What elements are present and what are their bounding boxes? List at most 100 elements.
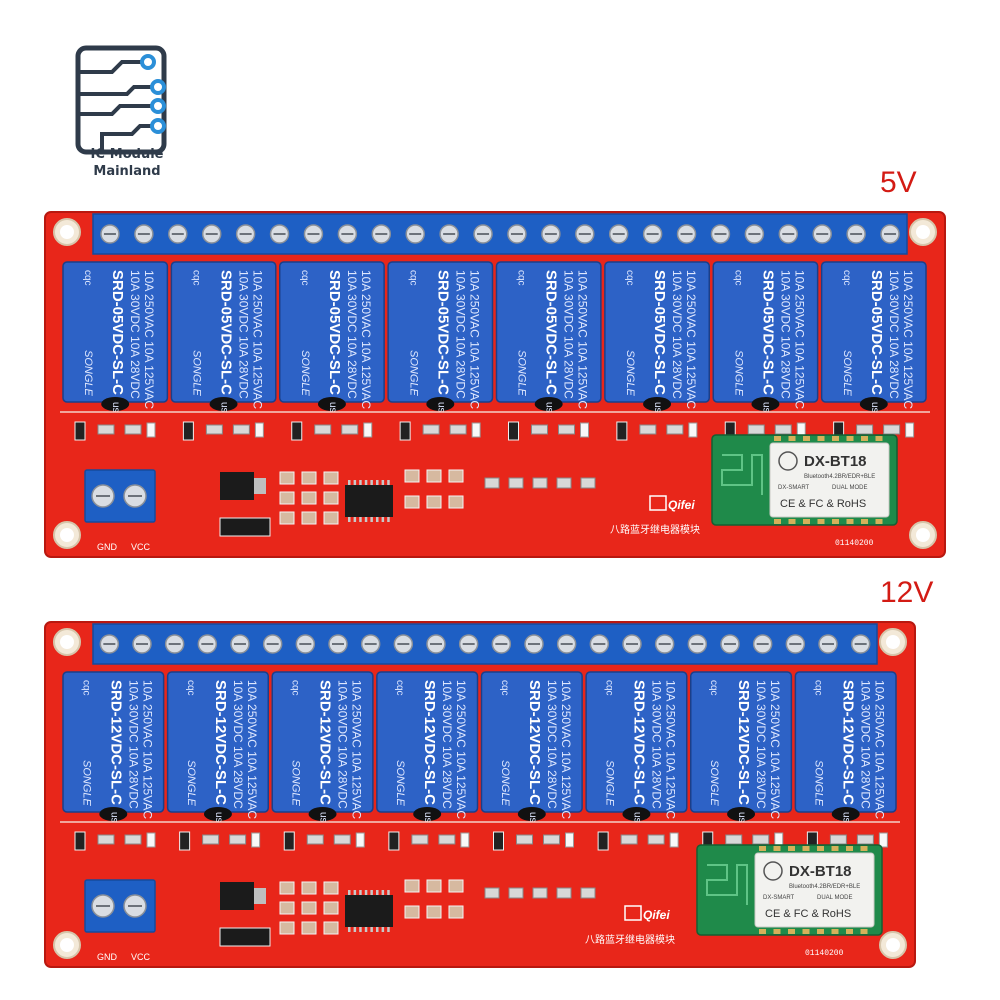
regulator-tab bbox=[254, 888, 266, 904]
smd-resistor bbox=[438, 834, 456, 845]
smd-resistor bbox=[341, 424, 359, 435]
bt-module-brand: DX-SMART bbox=[763, 895, 795, 901]
smd-resistor bbox=[516, 834, 533, 845]
vcc-label: VCC bbox=[131, 952, 151, 962]
relay-rating: 10A 250VAC 10A 125VAC bbox=[142, 270, 156, 409]
smd-resistor bbox=[532, 477, 548, 489]
relay-brand: SONGLE bbox=[708, 760, 720, 807]
relay-model: SRD-05VDC-SL-C bbox=[759, 270, 776, 395]
bt-pad bbox=[759, 929, 766, 934]
relay-cert: cqc bbox=[841, 270, 852, 286]
ic-pin bbox=[370, 927, 373, 932]
bt-pad bbox=[861, 436, 868, 441]
relay-cert: cqc bbox=[813, 680, 824, 696]
ic-pin bbox=[353, 890, 357, 895]
relay-mark: us bbox=[760, 402, 771, 413]
ic-pin bbox=[364, 517, 368, 522]
transistor bbox=[74, 831, 86, 851]
relay-pin bbox=[101, 397, 130, 411]
transistor bbox=[291, 421, 303, 441]
relay-rating-dc: 10A 30VDC 10A 28VDC bbox=[887, 270, 901, 399]
relay-mark: us bbox=[435, 402, 446, 413]
relay-pin bbox=[859, 397, 888, 411]
smd-led bbox=[363, 422, 373, 438]
relay-brand: SONGLE bbox=[813, 760, 825, 807]
transistor bbox=[508, 421, 519, 441]
smd-capacitor bbox=[301, 901, 317, 915]
mounting-hole-center bbox=[916, 225, 930, 239]
mounting-hole-center bbox=[60, 225, 74, 239]
bt-pad bbox=[774, 436, 781, 441]
smd-capacitor bbox=[404, 905, 420, 919]
logo-line-1: IC·Module bbox=[90, 147, 164, 162]
relay-cert: cqc bbox=[82, 270, 93, 286]
smd-resistor bbox=[306, 834, 324, 845]
relay-rating: 10A 250VAC 10A 125VAC bbox=[768, 680, 782, 819]
smd-led bbox=[460, 832, 470, 848]
board-caption: 八路蓝牙继电器模块 bbox=[585, 933, 675, 946]
terminal-strip bbox=[92, 623, 878, 665]
relay-mark: us bbox=[841, 812, 852, 823]
smd-capacitor bbox=[323, 881, 339, 895]
relay-model: SRD-12VDC-SL-C bbox=[840, 680, 857, 805]
terminal-strip bbox=[92, 213, 908, 255]
bt-pad bbox=[817, 929, 824, 934]
smd-resistor bbox=[508, 887, 524, 899]
transistor bbox=[182, 421, 194, 441]
smd-capacitor bbox=[301, 921, 317, 935]
smd-resistor bbox=[205, 424, 223, 435]
ic-pin bbox=[381, 480, 385, 485]
smd-capacitor bbox=[404, 495, 420, 509]
smd-resistor bbox=[725, 834, 743, 845]
bt-pad bbox=[846, 519, 854, 524]
relay-mark: us bbox=[869, 402, 880, 413]
bt-module-mode: DUAL MODE bbox=[817, 895, 852, 901]
power-terminal bbox=[84, 879, 156, 933]
relay-mark: us bbox=[213, 812, 224, 823]
bt-module-name: DX-BT18 bbox=[789, 863, 852, 880]
smd-resistor bbox=[620, 834, 638, 845]
relay-rating: 10A 250VAC 10A 125VAC bbox=[663, 680, 677, 819]
relay-brand: SONGLE bbox=[80, 760, 92, 807]
board-caption: 八路蓝牙继电器模块 bbox=[610, 523, 700, 536]
relay-cert: cqc bbox=[290, 680, 301, 696]
relay-model: SRD-05VDC-SL-C bbox=[434, 270, 451, 395]
smd-resistor bbox=[124, 834, 142, 845]
relay-rating: 10A 250VAC 10A 125VAC bbox=[792, 270, 806, 409]
smd-led bbox=[146, 832, 156, 848]
relay-pin bbox=[426, 397, 455, 411]
gnd-label: GND bbox=[97, 542, 118, 552]
smd-capacitor bbox=[323, 901, 339, 915]
relay-cert: cqc bbox=[516, 270, 527, 286]
relay-rating: 10A 250VAC 10A 125VAC bbox=[559, 680, 573, 819]
ic-pin bbox=[370, 480, 373, 485]
ic-pin bbox=[370, 517, 373, 522]
smd-capacitor bbox=[279, 511, 295, 525]
relay-rating-dc: 10A 30VDC 10A 28VDC bbox=[336, 680, 350, 809]
relay-rating: 10A 250VAC 10A 125VAC bbox=[684, 270, 698, 409]
relay-rating-dc: 10A 30VDC 10A 28VDC bbox=[237, 270, 251, 399]
regulator-tab bbox=[254, 478, 266, 494]
ic-pin bbox=[348, 517, 351, 522]
smd-resistor bbox=[202, 834, 220, 845]
smd-resistor bbox=[856, 834, 874, 845]
voltage-regulator bbox=[220, 472, 254, 500]
bt-module-sub: Bluetooth4.2BR/EDR+BLE bbox=[804, 474, 875, 480]
brand-logo: Qifei bbox=[643, 908, 670, 922]
variant-label-12v: 12V bbox=[880, 576, 934, 609]
relay-cert: cqc bbox=[708, 680, 719, 696]
relay-brand: SONGLE bbox=[624, 350, 636, 397]
relay-brand: SONGLE bbox=[185, 760, 197, 807]
ic-pin bbox=[359, 890, 362, 895]
smd-resistor bbox=[532, 887, 548, 899]
relay-rating: 10A 250VAC 10A 125VAC bbox=[467, 270, 481, 409]
